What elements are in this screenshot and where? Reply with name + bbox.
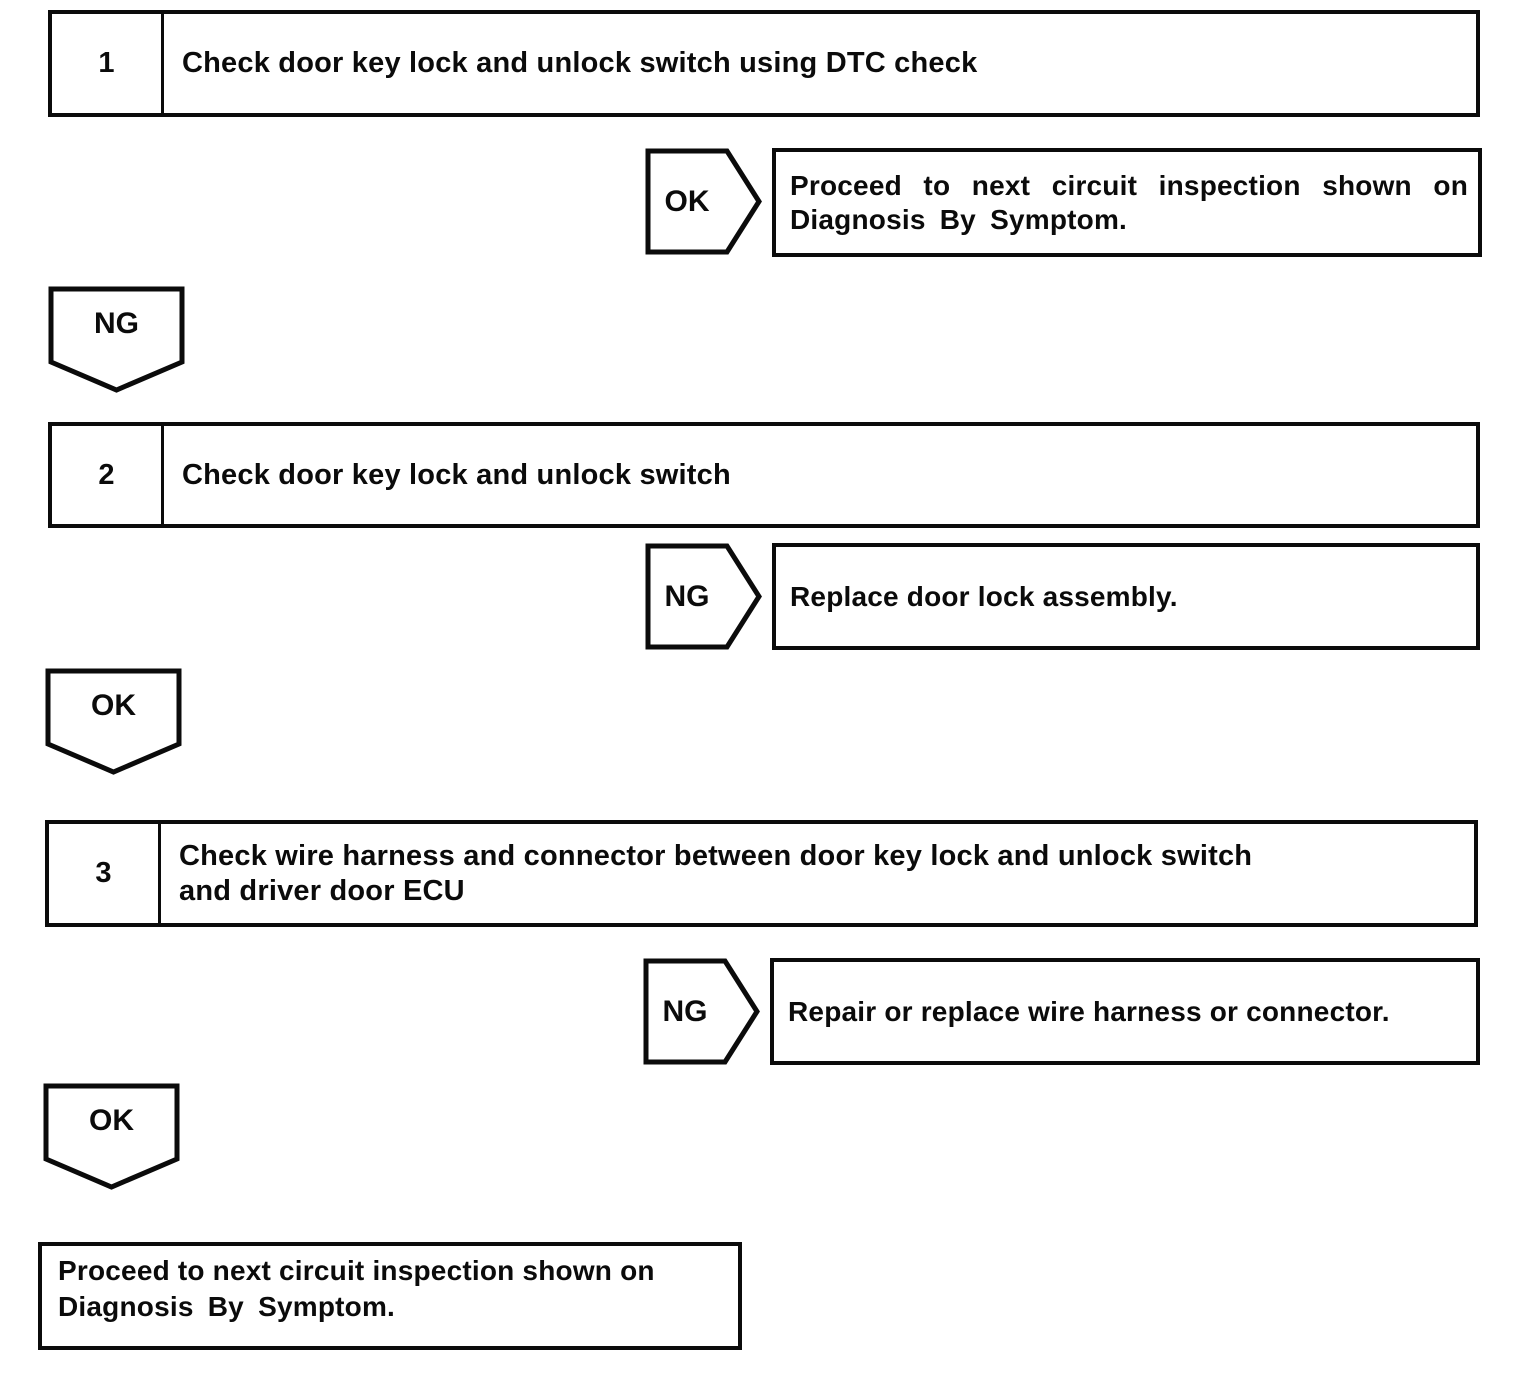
step-2-ok-continue-pentagon: OK xyxy=(45,668,182,776)
final-result-box: Proceed to next circuit inspection shown… xyxy=(38,1242,742,1350)
step-3-title: Check wire harness and connector between… xyxy=(161,824,1474,923)
ok-branch-label: OK xyxy=(664,184,710,218)
result-line: Repair or replace wire harness or connec… xyxy=(788,995,1390,1027)
ok-continue-label: OK xyxy=(91,689,136,722)
ng-branch-label: NG xyxy=(664,579,710,613)
down-pentagon-icon xyxy=(48,286,185,393)
final-result-line: Diagnosis By Symptom. xyxy=(58,1291,396,1322)
result-line: Proceed to next circuit inspection shown… xyxy=(790,169,1468,201)
step-2-ng-branch-arrow: NG xyxy=(645,543,763,650)
step-1-title: Check door key lock and unlock switch us… xyxy=(164,14,1476,113)
step-1-box: 1 Check door key lock and unlock switch … xyxy=(48,10,1480,117)
down-pentagon-icon xyxy=(45,668,182,775)
ng-branch-label: NG xyxy=(662,994,708,1028)
step-1-ok-branch-arrow: OK xyxy=(645,148,763,255)
step-2-number: 2 xyxy=(52,426,164,524)
step-1-number: 1 xyxy=(52,14,164,113)
step-2-title: Check door key lock and unlock switch xyxy=(164,426,1476,524)
step-1-ng-continue-pentagon: NG xyxy=(48,286,185,394)
ok-continue-label: OK xyxy=(89,1104,134,1137)
right-arrow-pentagon-icon xyxy=(645,148,762,255)
right-arrow-pentagon-icon xyxy=(643,958,760,1065)
step-1-title-line: Check door key lock and unlock switch us… xyxy=(182,47,978,79)
step-2-box: 2 Check door key lock and unlock switch xyxy=(48,422,1480,528)
step-3-ng-branch-arrow: NG xyxy=(643,958,761,1065)
step-3-title-line: Check wire harness and connector between… xyxy=(179,839,1253,872)
final-result-line: Proceed to next circuit inspection shown… xyxy=(58,1255,655,1286)
down-pentagon-icon xyxy=(43,1083,180,1190)
result-line: Replace door lock assembly. xyxy=(790,580,1178,612)
step-1-ok-result-box: Proceed to next circuit inspection shown… xyxy=(772,148,1482,257)
right-arrow-pentagon-icon xyxy=(645,543,762,650)
step-3-ng-result-box: Repair or replace wire harness or connec… xyxy=(770,958,1480,1065)
step-3-ok-continue-pentagon: OK xyxy=(43,1083,180,1191)
step-2-ng-result-box: Replace door lock assembly. xyxy=(772,543,1480,650)
step-2-title-line: Check door key lock and unlock switch xyxy=(182,458,731,491)
ng-continue-label: NG xyxy=(94,307,139,340)
step-3-title-line: and driver door ECU xyxy=(179,874,465,907)
step-3-box: 3 Check wire harness and connector betwe… xyxy=(45,820,1478,927)
result-line: Diagnosis By Symptom. xyxy=(790,203,1128,235)
step-3-number: 3 xyxy=(49,824,161,923)
